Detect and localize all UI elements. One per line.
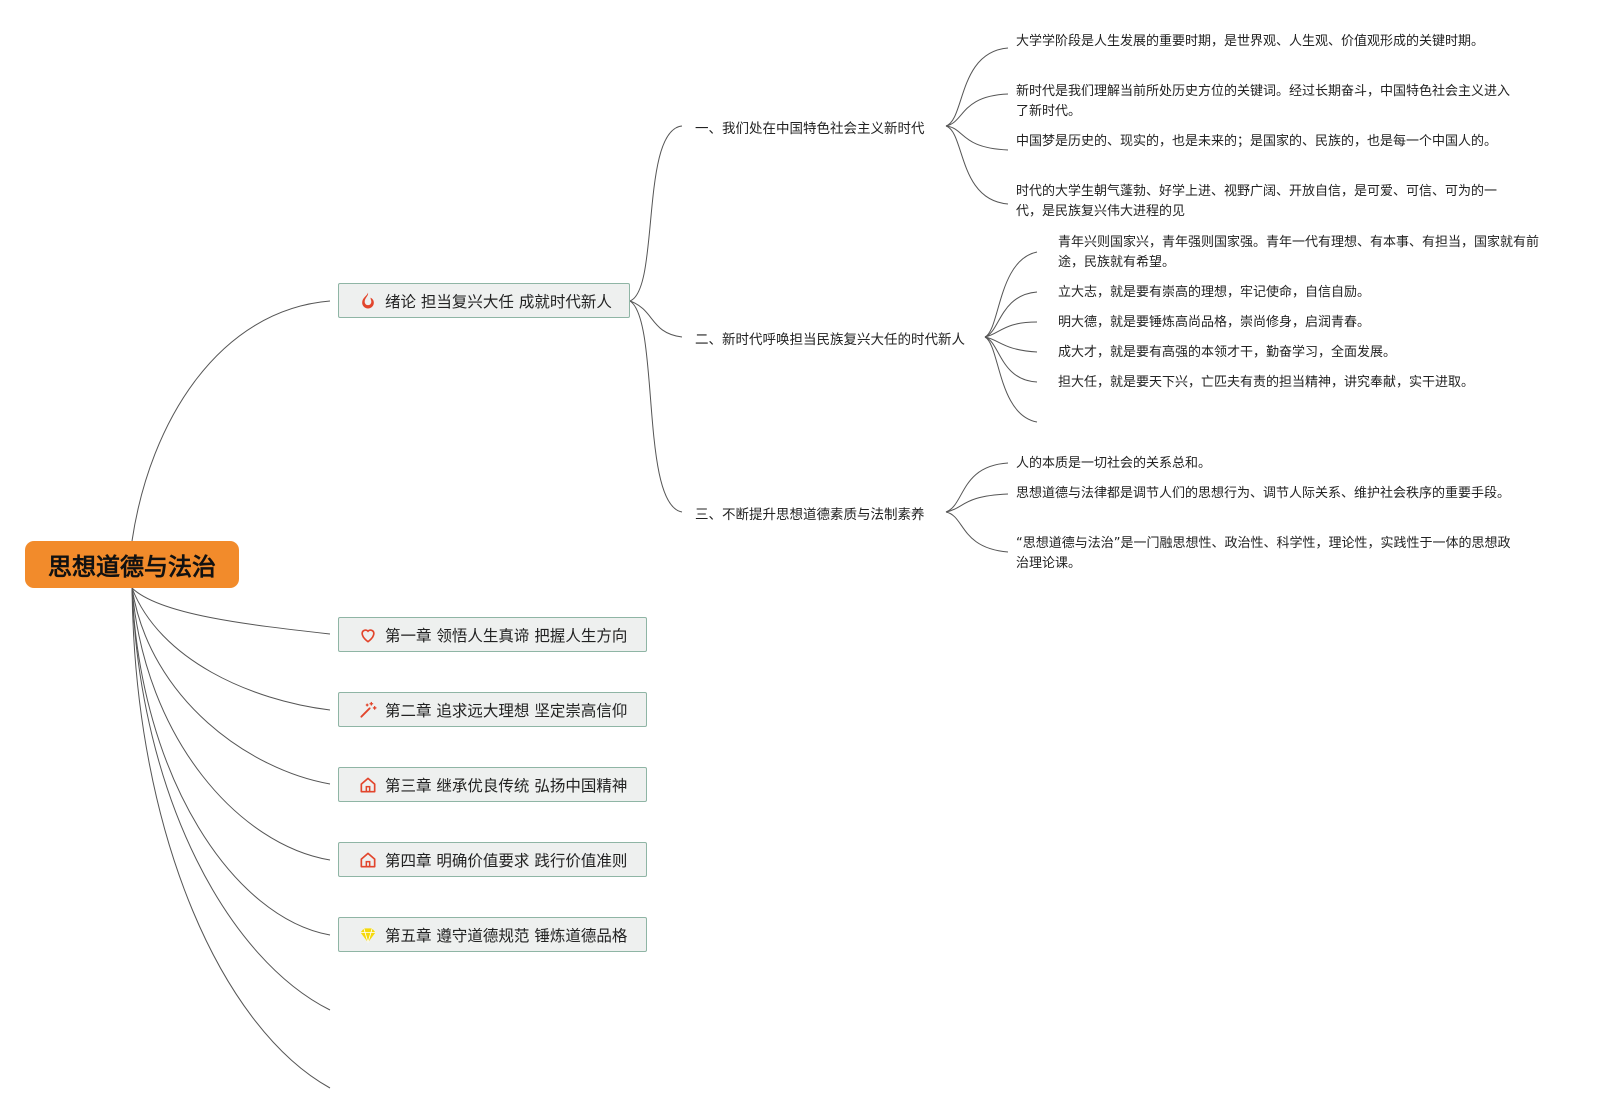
section-3-point-2[interactable]: 思想道德与法律都是调节人们的思想行为、调节人际关系、维护社会秩序的重要手段。 [1016, 486, 1511, 501]
chapter-1-label: 第一章 领悟人生真谛 把握人生方向 [385, 626, 628, 645]
link-intro-s2 [629, 300, 683, 338]
link-root-ch5 [131, 587, 331, 936]
intro-label: 绪论 担当复兴大任 成就时代新人 [385, 292, 612, 311]
section-3-point-1[interactable]: 人的本质是一切社会的关系总和。 [1016, 456, 1212, 471]
section-2-point-3[interactable]: 明大德，就是要锤炼高尚品格，崇尚修身，启润青春。 [1058, 315, 1371, 330]
chapter-1-node[interactable]: 第一章 领悟人生真谛 把握人生方向 [338, 617, 647, 652]
chapter-3-node[interactable]: 第三章 继承优良传统 弘扬中国精神 [338, 767, 647, 802]
fire-icon [357, 290, 379, 312]
section-2-point-2[interactable]: 立大志，就是要有崇高的理想，牢记使命，自信自励。 [1058, 285, 1371, 300]
magic-wand-icon [357, 699, 379, 721]
link-root-ch3 [131, 587, 331, 785]
section-1[interactable]: 一、我们处在中国特色社会主义新时代 [695, 117, 925, 137]
intro-node[interactable]: 绪论 担当复兴大任 成就时代新人 [338, 283, 630, 318]
chapter-3-label: 第三章 继承优良传统 弘扬中国精神 [385, 776, 628, 795]
link-root-ch4 [131, 587, 331, 861]
section-3-point-3[interactable]: “思想道德与法治”是一门融思想性、政治性、科学性，理论性，实践性于一体的思想政治… [1016, 536, 1511, 571]
section-2[interactable]: 二、新时代呼唤担当民族复兴大任的时代新人 [695, 328, 965, 348]
root-title: 思想道德与法治 [48, 553, 216, 581]
section-1-point-1[interactable]: 大学学阶段是人生发展的重要时期，是世界观、人生观、价值观形成的关键时期。 [1016, 34, 1485, 49]
section-2-point-5[interactable]: 担大任，就是要天下兴，亡匹夫有责的担当精神，讲究奉献，实干进取。 [1058, 375, 1475, 390]
root-node[interactable]: 思想道德与法治 [25, 541, 239, 588]
section-2-point-1[interactable]: 青年兴则国家兴，青年强则国家强。青年一代有理想、有本事、有担当，国家就有前途，民… [1058, 235, 1540, 270]
section-1-point-2[interactable]: 新时代是我们理解当前所处历史方位的关键词。经过长期奋斗，中国特色社会主义进入了新… [1016, 84, 1511, 119]
section-3-label: 三、不断提升思想道德素质与法制素养 [695, 507, 925, 523]
house-icon [357, 849, 379, 871]
section-1-label: 一、我们处在中国特色社会主义新时代 [695, 121, 925, 137]
link-root-ch2 [131, 587, 331, 711]
heart-icon [357, 624, 379, 646]
link-root-extra2 [131, 587, 331, 1089]
house-icon [357, 774, 379, 796]
chapter-2-node[interactable]: 第二章 追求远大理想 坚定崇高信仰 [338, 692, 647, 727]
link-root-intro [131, 300, 331, 542]
gem-icon [357, 924, 379, 946]
section-1-point-4[interactable]: 时代的大学生朝气蓬勃、好学上进、视野广阔、开放自信，是可爱、可信、可为的一代，是… [1016, 184, 1498, 219]
section-2-point-4[interactable]: 成大才，就是要有高强的本领才干，勤奋学习，全面发展。 [1058, 345, 1397, 360]
chapter-4-label: 第四章 明确价值要求 践行价值准则 [385, 851, 628, 870]
section-2-label: 二、新时代呼唤担当民族复兴大任的时代新人 [695, 332, 965, 348]
link-root-extra1 [131, 587, 331, 1011]
section-1-point-3[interactable]: 中国梦是历史的、现实的，也是未来的；是国家的、民族的，也是每一个中国人的。 [1016, 134, 1498, 149]
chapter-5-node[interactable]: 第五章 遵守道德规范 锤炼道德品格 [338, 917, 647, 952]
link-intro-s3 [629, 300, 683, 513]
link-root-ch1 [131, 587, 331, 635]
chapter-5-label: 第五章 遵守道德规范 锤炼道德品格 [385, 926, 628, 945]
chapter-4-node[interactable]: 第四章 明确价值要求 践行价值准则 [338, 842, 647, 877]
chapter-2-label: 第二章 追求远大理想 坚定崇高信仰 [385, 701, 628, 720]
section-3[interactable]: 三、不断提升思想道德素质与法制素养 [695, 503, 925, 523]
link-intro-s1 [629, 125, 683, 302]
